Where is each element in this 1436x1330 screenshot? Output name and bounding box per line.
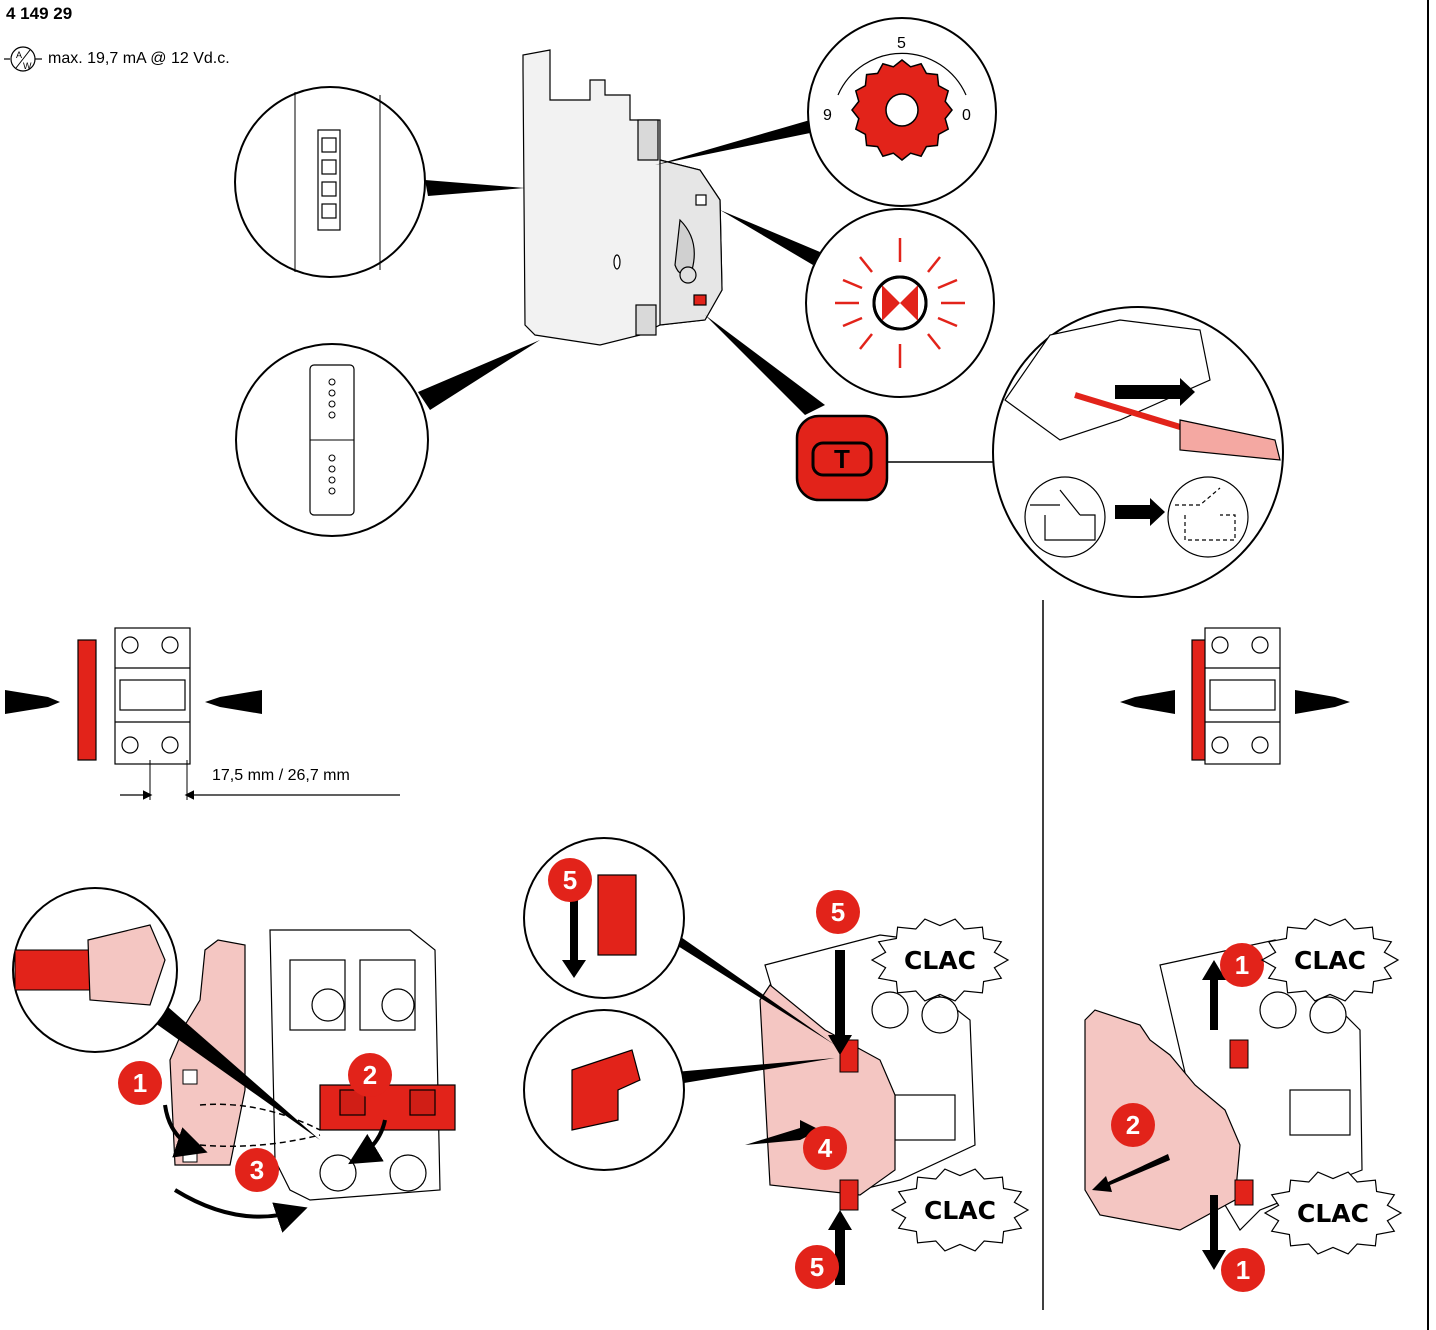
clac-burst-top-clip-label: CLAC <box>904 946 976 975</box>
step-1-badge-bottom-label: 1 <box>1236 1255 1250 1285</box>
clac-burst-top-remove-label: CLAC <box>1294 946 1366 975</box>
product-code: 4 149 29 <box>6 4 73 23</box>
power-spec: A W max. 19,7 mA @ 12 Vd.c. <box>4 44 230 74</box>
spec-text: max. 19,7 mA @ 12 Vd.c. <box>48 50 230 67</box>
pull-right-arrow <box>1295 690 1350 714</box>
step-2-badge: 2 <box>1111 1103 1155 1147</box>
dial-label-left: 9 <box>823 107 832 124</box>
step-1-badge: 1 <box>118 1061 162 1105</box>
connector-detail-callout <box>235 343 429 537</box>
removal-step <box>1084 939 1363 1270</box>
dimension-label: 17,5 mm / 26,7 mm <box>212 767 350 784</box>
status-led-callout <box>805 208 995 398</box>
step-3-badge: 3 <box>235 1148 279 1192</box>
symbol-a: A <box>16 50 22 60</box>
detach-side-view <box>1120 627 1350 765</box>
step-5-badge-zoom-label: 5 <box>563 865 577 895</box>
step-4-badge: 4 <box>803 1126 847 1170</box>
test-button-label: T <box>834 444 850 474</box>
step-1-badge-top: 1 <box>1220 943 1264 987</box>
screwdriver-reset-callout <box>992 306 1284 598</box>
pull-left-arrow <box>1120 690 1175 714</box>
step-5-badge-bottom: 5 <box>795 1245 839 1289</box>
step-3-badge-label: 3 <box>250 1155 264 1185</box>
clac-burst-bottom-remove-label: CLAC <box>1297 1199 1369 1228</box>
step-2-badge: 2 <box>348 1053 392 1097</box>
terminal-detail-callout <box>234 86 426 278</box>
step-1-badge-top-label: 1 <box>1235 950 1249 980</box>
clac-burst-bottom-clip: CLAC <box>890 1168 1030 1252</box>
push-right-arrow <box>5 690 60 714</box>
ammeter-wattmeter-icon: A W <box>4 46 42 72</box>
step-5-badge-bottom-label: 5 <box>810 1252 824 1282</box>
dial-label-top: 5 <box>897 35 906 52</box>
callout-wedges <box>418 120 825 415</box>
step-2-badge-label: 2 <box>363 1060 377 1090</box>
page-border-line <box>1427 0 1429 1330</box>
step-2-badge-label: 2 <box>1126 1110 1140 1140</box>
auxiliary-module <box>522 49 723 346</box>
clac-burst-bottom-clip-label: CLAC <box>924 1196 996 1225</box>
clac-burst-top-clip: CLAC <box>870 918 1010 1002</box>
push-left-arrow <box>205 690 262 714</box>
symbol-w: W <box>23 61 32 71</box>
led-blink-rays <box>835 238 965 368</box>
test-button-callout: T <box>795 414 1000 502</box>
installation-step <box>12 887 456 1233</box>
attach-side-view <box>5 627 400 800</box>
clac-burst-bottom-remove: CLAC <box>1263 1171 1403 1255</box>
step-5-badge-top-label: 5 <box>831 897 845 927</box>
step-1-badge-bottom: 1 <box>1221 1248 1265 1292</box>
clac-burst-top-remove: CLAC <box>1260 918 1400 1002</box>
step-1-badge-label: 1 <box>133 1068 147 1098</box>
dial-label-right: 0 <box>962 107 971 124</box>
step-4-badge-label: 4 <box>818 1133 833 1163</box>
address-dial-callout: 5 9 0 <box>807 17 997 207</box>
step-5-badge-zoom: 5 <box>548 858 592 902</box>
step-5-badge-top: 5 <box>816 890 860 934</box>
